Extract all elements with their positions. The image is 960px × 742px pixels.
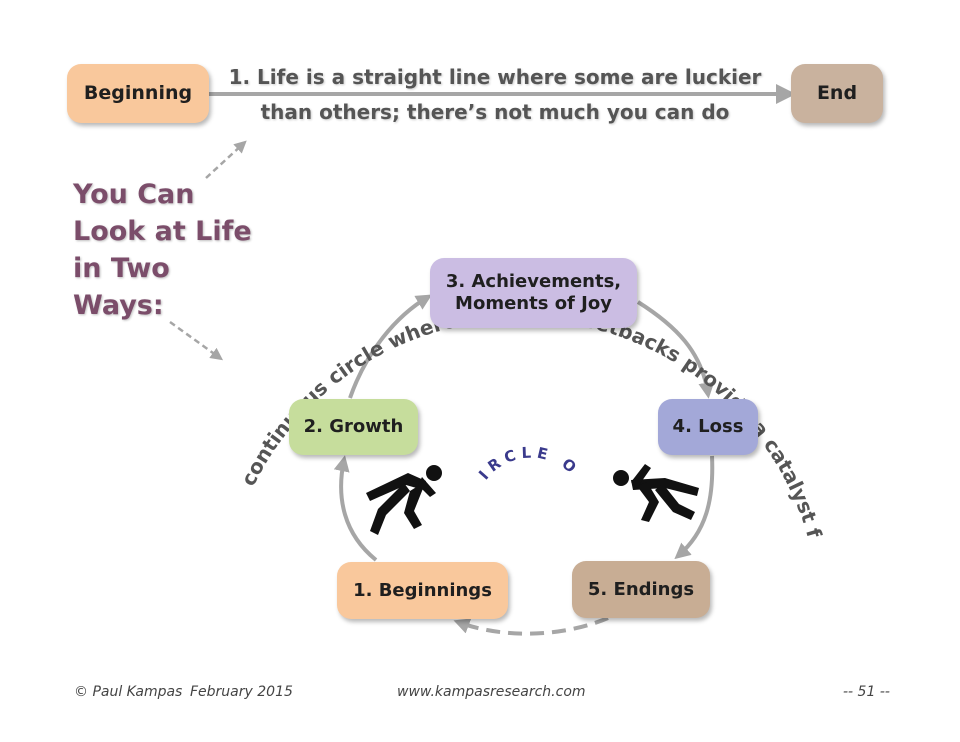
heading-line: You Can [73,179,195,210]
stage-label: 4. Loss [672,416,744,438]
falling-person-icon [366,465,442,535]
footer-author: © Paul Kampas [74,684,183,700]
heading: You Can Look at Life in Two Ways: [73,176,273,324]
footer-website: www.kampasresearch.com [397,684,586,700]
stage-achievements-box: 3. Achievements, Moments of Joy [430,258,637,328]
arrow-growth-to-achievements [348,294,433,399]
straight-line-caption: 1. Life is a straight line where some ar… [220,60,770,130]
dashed-pointer-to-line [205,140,247,179]
dashed-pointer-to-circle [169,320,224,361]
stage-label: 2. Growth [303,416,404,438]
stage-beginnings-box: 1. Beginnings [337,562,508,619]
end-label: End [816,82,858,105]
falling-person-icon [613,464,699,522]
stage-growth-box: 2. Growth [289,399,418,455]
stage-label: Moments of Joy [455,293,612,314]
stage-loss-box: 4. Loss [658,399,758,455]
beginning-label: Beginning [83,82,193,105]
arrow-achievements-to-loss [636,300,715,399]
end-box: End [791,64,883,123]
caption-line: 1. Life is a straight line where some ar… [228,65,762,89]
caption-line: than others; there’s not much you can do [260,100,730,124]
beginning-box: Beginning [67,64,209,123]
heading-line: Ways: [73,290,164,321]
stage-label: 1. Beginnings [353,579,492,601]
footer-page-number: -- 51 -- [843,684,890,700]
heading-line: in Two [73,253,170,284]
footer-date: February 2015 [190,684,293,700]
stage-label: 3. Achievements, [445,271,622,293]
heading-line: Look at Life [73,216,252,247]
stage-label: 5. Endings [587,578,695,600]
arrow-loss-to-endings [674,455,715,560]
arrow-endings-to-beginnings [453,616,609,636]
arrow-beginnings-to-growth [333,455,378,562]
stage-endings-box: 5. Endings [572,561,710,618]
